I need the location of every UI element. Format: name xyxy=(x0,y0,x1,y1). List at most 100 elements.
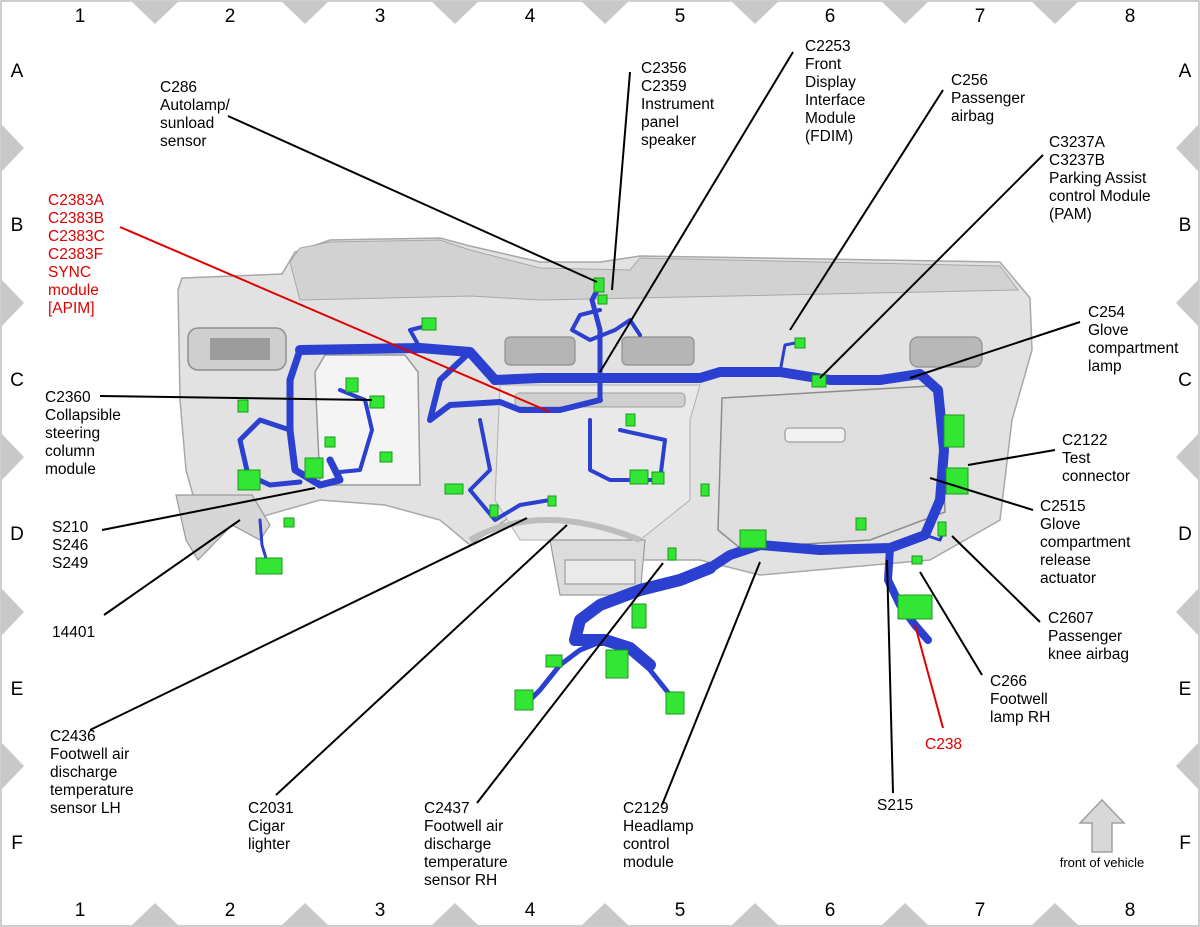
connector-lower-right xyxy=(665,691,685,715)
connector-apim-c xyxy=(625,413,636,427)
callout-c3237-line-4: control Module xyxy=(1049,188,1151,205)
grid-marker-top-2 xyxy=(281,1,329,24)
connector-left-a xyxy=(237,399,249,413)
callout-c2129-line-4: module xyxy=(623,854,674,871)
center-vent-right xyxy=(621,336,695,366)
harness-speaker-loop xyxy=(570,308,642,342)
callout-s210-line-3: S249 xyxy=(52,555,88,572)
callout-labels: C286 Autolamp/ sunload sensor C2356 C235… xyxy=(45,38,1179,889)
callout-c2437-line-2: Footwell air xyxy=(424,818,503,835)
callout-c2607-line-1: C2607 xyxy=(1048,610,1094,627)
grid-marker-top-1 xyxy=(131,1,179,24)
connector-headlamp xyxy=(739,529,767,549)
glove-box-handle xyxy=(784,427,846,443)
callout-c2360-line-4: column xyxy=(45,443,95,460)
callout-c2383-line-3: C2383C xyxy=(48,228,105,245)
callout-c2253: C2253 Front Display Interface Module (FD… xyxy=(805,38,870,145)
callout-c266: C266 Footwell lamp RH xyxy=(990,673,1052,726)
up-arrow-icon xyxy=(1078,798,1126,853)
callout-c2383-line-4: C2383F xyxy=(48,246,103,263)
grid-row-labels-right: A B C D E F xyxy=(1178,61,1192,854)
grid-col-7-bottom: 7 xyxy=(975,900,986,921)
leader-lines xyxy=(89,51,1081,806)
grid-marker-left-4 xyxy=(1,588,24,636)
grid-col-5: 5 xyxy=(675,6,686,27)
grid-row-f: F xyxy=(11,833,23,854)
leader-14401 xyxy=(103,519,241,616)
callout-c2436: C2436 Footwell air discharge temperature… xyxy=(50,728,138,817)
leader-c266 xyxy=(919,571,983,676)
connector-footwell-lh xyxy=(547,495,557,507)
callout-c2436-line-5: sensor LH xyxy=(50,800,121,817)
grid-col-6-bottom: 6 xyxy=(825,900,836,921)
grid-marker-right-4 xyxy=(1176,588,1199,636)
connector-s210 xyxy=(255,557,283,575)
callout-c256-line-1: C256 xyxy=(951,72,988,89)
leader-c2122 xyxy=(967,449,1056,466)
harness-lower-lh xyxy=(522,637,608,708)
grid-col-1-bottom: 1 xyxy=(75,900,86,921)
leader-c3237 xyxy=(819,154,1044,379)
callout-c2515-line-2: Glove xyxy=(1040,516,1081,533)
connector-lower-left xyxy=(514,689,534,711)
callout-c2356-line-5: speaker xyxy=(641,132,696,149)
grid-col-8: 8 xyxy=(1125,6,1136,27)
grid-marker-bottom-4 xyxy=(581,903,629,926)
callout-c2356-line-2: C2359 xyxy=(641,78,687,95)
leader-c2356 xyxy=(611,71,631,291)
connector-steering-d xyxy=(379,451,393,463)
callout-c2383-line-1: C2383A xyxy=(48,192,105,209)
connector-cigar xyxy=(667,547,677,561)
grid-marker-top-7 xyxy=(1031,1,1079,24)
grid-marker-left-1 xyxy=(1,124,24,172)
grid-column-labels-top: 1 2 3 4 5 6 7 8 xyxy=(75,6,1136,27)
connector-c238 xyxy=(897,594,933,620)
callout-c2437: C2437 Footwell air discharge temperature… xyxy=(424,800,512,889)
callout-c286: C286 Autolamp/ sunload sensor xyxy=(160,79,234,150)
connector-lower-c2437 xyxy=(631,603,647,629)
leader-c2607 xyxy=(951,535,1041,623)
connectors xyxy=(237,277,969,715)
leader-c238 xyxy=(914,624,944,729)
callout-c2607-line-2: Passenger xyxy=(1048,628,1122,645)
callout-c2356-line-1: C2356 xyxy=(641,60,687,77)
grid-row-d: D xyxy=(10,524,24,545)
callout-c2383-line-5: SYNC xyxy=(48,264,91,281)
grid-row-c: C xyxy=(10,370,24,391)
connector-apim-a xyxy=(629,469,649,485)
callout-c2436-line-2: Footwell air xyxy=(50,746,129,763)
grid-marker-top-5 xyxy=(731,1,779,24)
grid-row-labels-left: A B C D E F xyxy=(10,61,24,854)
connector-footwell-rh xyxy=(911,555,923,565)
upper-brow xyxy=(289,239,1019,301)
grid-col-3-bottom: 3 xyxy=(375,900,386,921)
connector-apim-d xyxy=(444,483,464,495)
harness-console-branch xyxy=(468,418,552,522)
harness-steering-branch xyxy=(338,388,374,474)
connector-speaker xyxy=(597,294,608,305)
harness-lower-run xyxy=(569,562,716,671)
callout-c3237-line-2: C3237B xyxy=(1049,152,1105,169)
leader-s210 xyxy=(101,487,316,531)
leader-c286 xyxy=(227,115,598,283)
harness-left-loop xyxy=(286,346,344,489)
connector-autolamp xyxy=(593,277,605,293)
callout-c2356-line-4: panel xyxy=(641,114,679,131)
grid-col-8-bottom: 8 xyxy=(1125,900,1136,921)
callout-c2437-line-4: temperature xyxy=(424,854,508,871)
grid-marker-bottom-7 xyxy=(1031,903,1079,926)
front-of-vehicle-label: front of vehicle xyxy=(1060,855,1145,870)
callout-c2031-line-2: Cigar xyxy=(248,818,285,835)
connector-lower-center xyxy=(605,649,629,679)
callout-14401: 14401 xyxy=(52,624,95,641)
grid-marker-bottom-1 xyxy=(131,903,179,926)
connector-apim-b xyxy=(651,471,665,485)
left-vent-grille xyxy=(210,338,270,360)
connector-lower-branch xyxy=(489,504,499,518)
grid-row-e-right: E xyxy=(1179,679,1192,700)
grid-row-a-right: A xyxy=(1179,61,1192,82)
connector-pam xyxy=(811,374,827,388)
callout-c2253-line-1: C2253 xyxy=(805,38,851,55)
grid-col-3: 3 xyxy=(375,6,386,27)
